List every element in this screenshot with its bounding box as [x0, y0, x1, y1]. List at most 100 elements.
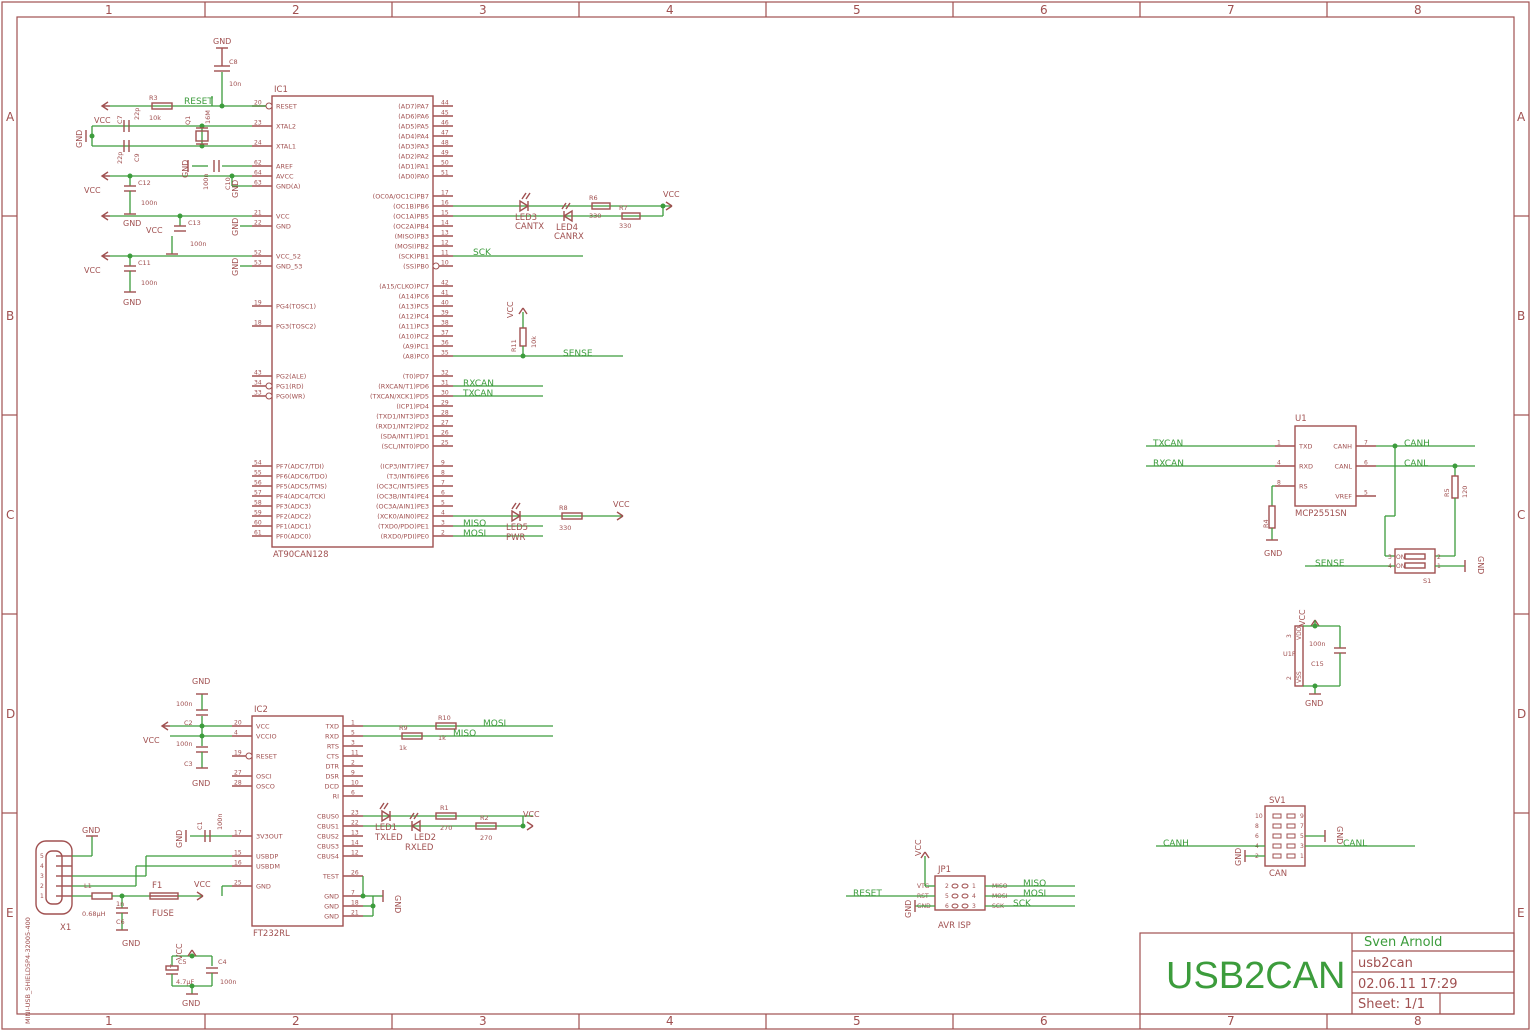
ic1-pin-name: PF3(ADC3)	[276, 503, 311, 511]
r7-ref: R7	[619, 204, 628, 212]
cap-c8: GND C8 10n	[213, 37, 241, 88]
u1-pin-number: 6	[1364, 460, 1368, 467]
ic2-pin-number: 19	[234, 750, 242, 757]
vcc-label: VCC	[506, 301, 515, 318]
ic1-pin-number: 39	[441, 310, 449, 317]
ic2-pin-name: RESET	[256, 753, 277, 761]
s1-mark-on: ON	[1396, 554, 1405, 561]
ic1-pin-name: (SCL/INT0)PD0	[382, 443, 430, 451]
grid-col-label: 3	[479, 3, 487, 17]
gnd-label: GND	[393, 895, 402, 913]
jp1-pad	[961, 903, 969, 909]
u1p-ref: U1P	[1283, 650, 1296, 658]
ic1-pin-number: 22	[254, 220, 262, 227]
ic1-pin-name: RESET	[276, 103, 297, 111]
cap-c11: VCC C11 100n GND GND	[84, 251, 240, 307]
sv1-pad	[1272, 813, 1282, 819]
r8-ref: R8	[559, 504, 568, 512]
sv1-pin-number: 9	[1300, 813, 1304, 820]
ic1-pin-name: (OC0A/OC1C)PB7	[373, 193, 429, 201]
ic2-pin-number: 17	[234, 830, 242, 837]
ic1-pin-number: 49	[441, 150, 449, 157]
gnd-label: GND	[1234, 848, 1243, 866]
ic1-pin-name: PF4(ADC4/TCK)	[276, 493, 326, 501]
c4-ref: C4	[218, 958, 227, 966]
ic1-pin-number: 24	[254, 140, 262, 147]
ic1-pin-name: GND(A)	[276, 183, 300, 191]
u1-pin-name: TXD	[1298, 443, 1312, 451]
cap-c5-c4: VCC + C5 4.7µF C4 100n GND	[165, 943, 237, 1008]
x1-pin-number: 4	[40, 863, 44, 870]
ic1-pin-number: 12	[441, 240, 449, 247]
gnd-label: GND	[213, 37, 231, 46]
ic2-pin-name: GND	[324, 913, 339, 921]
ic2-pin-name: CTS	[326, 753, 339, 761]
ic2-ref: IC2	[254, 705, 268, 715]
jp1-ref: JP1	[937, 865, 951, 875]
ic1-pin-name: (A12)PC4	[399, 313, 429, 321]
u1p-vdd: VDD	[1296, 626, 1303, 640]
cap-c13: C13 100n VCC	[100, 211, 207, 255]
net-reset: RESET	[853, 889, 882, 899]
ic2-pin-name: OSCI	[256, 773, 272, 781]
c9-value: 22p	[116, 152, 124, 164]
ic1-part: AT90CAN128	[273, 550, 329, 560]
c1-ref: C1	[196, 821, 204, 830]
ic2-pin-name: RI	[333, 793, 340, 801]
r3-ref: R3	[149, 94, 158, 102]
u1-pin-number: 7	[1364, 440, 1368, 447]
ic1-pin-name: (MOSI)PB2	[395, 243, 429, 251]
ic1-pin-name: PG2(ALE)	[276, 373, 306, 381]
c2-ref: C2	[184, 719, 193, 727]
ic2-pin-name: CBUS3	[317, 843, 339, 851]
ic2-pin-name: VCCIO	[256, 733, 277, 741]
ic1-pin-number: 23	[254, 120, 262, 127]
q1-value: 16M	[204, 110, 212, 124]
ic1-pin-number: 8	[441, 470, 445, 477]
grid-col-label: 2	[292, 3, 300, 17]
ic2-pin-number: 20	[234, 720, 242, 727]
gnd-label: GND	[182, 999, 200, 1008]
sv1-part: CAN	[1269, 869, 1287, 879]
c5-ref: C5	[178, 958, 187, 966]
ic1-pin-name: PG1(RD)	[276, 383, 304, 391]
ic1-pin-name: (XCK0/AIN0)PE2	[377, 513, 429, 521]
vcc-label: VCC	[1298, 609, 1307, 626]
ic1-pin-name: (A9)PC1	[403, 343, 429, 351]
u1-pin-name: RXD	[1299, 463, 1313, 471]
led5-value: PWR	[506, 533, 526, 543]
ic2-pin-name: VCC	[256, 723, 270, 731]
ic2-usb-uart: IC2 FT232RL VCC20VCCIO4RESET19OSCI27OSCO…	[232, 705, 363, 939]
vcc-label: VCC	[663, 190, 680, 199]
ic1-pin-name: (OC3A/AIN1)PE3	[376, 503, 429, 511]
ic1-pin-number: 46	[441, 120, 449, 127]
ic2-pin-number: 4	[234, 730, 238, 737]
ic1-pin-name: (AD4)PA4	[398, 133, 429, 141]
vcc-label: VCC	[143, 736, 160, 745]
gnd-label: GND	[123, 298, 141, 307]
s1-pin-3: 3	[1388, 554, 1392, 561]
c15-ref: C15	[1311, 660, 1324, 668]
gnd-label: GND	[231, 218, 240, 236]
ic1-pin-name: (A11)PC3	[399, 323, 429, 331]
ic2-pin-name: RXD	[325, 733, 339, 741]
ic1-pin-name: (SS)PB0	[403, 263, 429, 271]
grid-row-label: A	[1517, 110, 1526, 124]
vcc-label: VCC	[523, 810, 540, 819]
net-txcan: TXCAN	[462, 389, 493, 399]
net-rxcan: RXCAN	[1153, 459, 1184, 469]
vcc-label: VCC	[84, 266, 101, 275]
ic2-pin-name: TEST	[322, 873, 339, 881]
ic1-pin-name: (OC1A)PB5	[393, 213, 429, 221]
jp1-pad	[951, 903, 959, 909]
ic2-wiring: VCC GND 100n C2 100n C3 GND R9 1k R10 1k…	[143, 677, 553, 917]
grid-col-label: 7	[1227, 3, 1235, 17]
ic1-pin-number: 60	[254, 520, 262, 527]
ic1-pin-inv	[265, 382, 273, 390]
sheet-name: usb2can	[1358, 956, 1413, 971]
vcc-label: VCC	[194, 880, 211, 889]
vcc-label: VCC	[84, 186, 101, 195]
sv1-pad	[1272, 823, 1282, 829]
ic1-pin-number: 62	[254, 160, 262, 167]
